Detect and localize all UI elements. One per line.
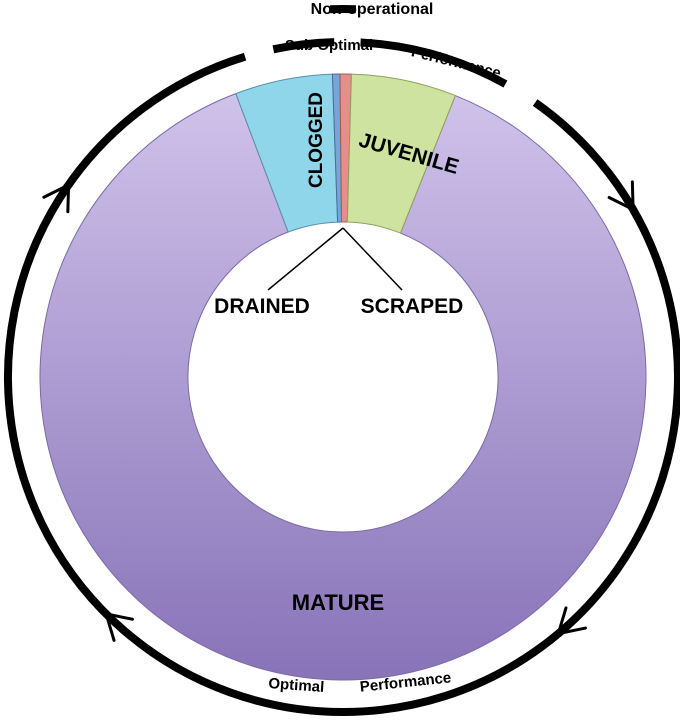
cycle-direction-arrows [42,180,635,642]
optimal-performance-arc-left [4,52,344,716]
outer-cycle-arcs [4,5,680,716]
optimal-label: Optimal [268,675,325,696]
mature-segment [39,92,647,681]
non-operational-label: Non-operational [311,1,434,18]
scraped-label: SCRAPED [361,295,464,318]
mature-label: MATURE [292,590,384,615]
sub-optimal-performance-label: Performance [410,43,503,82]
sub-optimal-arc-juvenile [360,38,508,88]
donut-segments [39,73,647,681]
direction-arrow-icon [607,180,635,211]
drained-leader-line [267,227,344,291]
direction-arrow-icon [104,612,134,642]
direction-arrow-icon [556,606,587,636]
juvenile-segment [346,73,456,234]
direction-arrow-icon [42,183,71,214]
clogged-label: CLOGGED [306,92,327,188]
scraped-leader-line [342,227,403,291]
sub-optimal-label: Sub Optimal [285,37,373,54]
drained-label: DRAINED [214,295,310,318]
optimal-performance-arc-right [342,99,680,716]
leader-lines [267,227,403,291]
sub-optimal-arc-clogged [272,38,335,54]
